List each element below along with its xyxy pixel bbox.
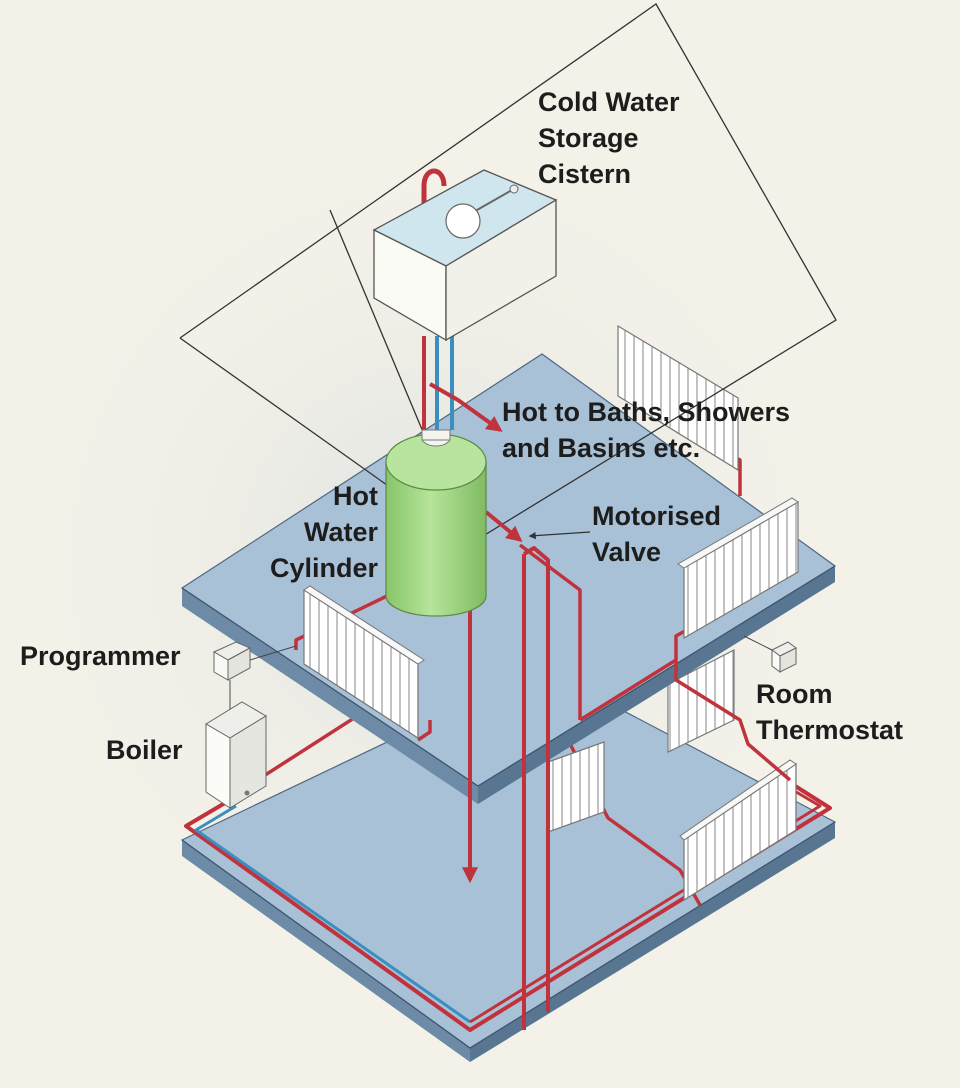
boiler-unit bbox=[205, 701, 267, 809]
room-thermostat-unit bbox=[743, 635, 797, 673]
label-hot-outlets: Hot to Baths, Showers and Basins etc. bbox=[502, 397, 791, 463]
radiator-first-right bbox=[677, 497, 799, 640]
label-cold-water-cistern: Cold Water Storage Cistern bbox=[538, 87, 680, 189]
label-boiler: Boiler bbox=[106, 735, 183, 765]
radiator-first-back bbox=[617, 324, 739, 472]
leader-lines bbox=[528, 531, 591, 540]
label-room-thermostat: Room Thermostat bbox=[756, 679, 904, 745]
label-programmer: Programmer bbox=[20, 641, 181, 671]
label-hot-water-cylinder: Hot Water Cylinder bbox=[269, 481, 378, 583]
radiator-ground-right bbox=[679, 759, 797, 902]
hot-water-cylinder bbox=[385, 429, 487, 617]
cold-water-cistern bbox=[372, 169, 558, 342]
first-floor-pipework bbox=[294, 448, 792, 782]
programmer-unit bbox=[212, 641, 297, 712]
radiator-first-left bbox=[303, 585, 425, 740]
label-motorised-valve: Motorised Valve bbox=[592, 501, 722, 567]
